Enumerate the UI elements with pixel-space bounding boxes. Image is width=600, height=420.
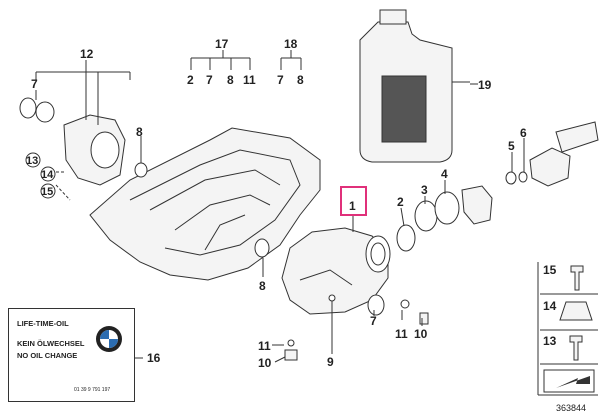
- oil-label-line1: LIFE-TIME-OIL: [17, 319, 69, 328]
- side-panel: [537, 262, 598, 396]
- side-item-15: 15: [543, 263, 557, 277]
- callout-18-sub-8: 8: [297, 73, 304, 87]
- callout-8-main: 8: [259, 279, 266, 293]
- callout-7-main: 7: [370, 314, 377, 328]
- callout-11-b: 11: [395, 327, 408, 341]
- callout-5: 5: [508, 139, 515, 153]
- seal-rings: [254, 121, 599, 361]
- callout-1: 1: [349, 199, 356, 213]
- selected-part-highlight: [340, 186, 367, 216]
- callout-16: 16: [147, 351, 161, 365]
- callout-8-left: 8: [136, 125, 143, 139]
- oil-label-line2: KEIN ÖLWECHSEL: [17, 339, 85, 348]
- side-item-13: 13: [543, 334, 557, 348]
- callout-17: 17: [215, 37, 229, 51]
- callout-17-sub-8: 8: [227, 73, 234, 87]
- oil-pan: [89, 127, 321, 281]
- callout-2: 2: [397, 195, 404, 209]
- side-item-14: 14: [543, 299, 557, 313]
- callout-14: 14: [41, 169, 54, 181]
- oil-label-line3: NO OIL CHANGE: [17, 351, 78, 360]
- callout-11-a: 11: [258, 339, 271, 353]
- callout-17-sub-11: 11: [243, 73, 256, 87]
- callout-18: 18: [284, 37, 298, 51]
- oil-label-card: LIFE-TIME-OIL KEIN ÖLWECHSEL NO OIL CHAN…: [8, 308, 135, 402]
- front-differential: [281, 227, 391, 315]
- callout-12: 12: [80, 47, 94, 61]
- oil-bottle: [359, 9, 470, 163]
- callout-10-b: 10: [414, 327, 428, 341]
- callout-9: 9: [327, 355, 334, 369]
- oil-label-part-number: 01 39 9 791 197: [74, 387, 111, 393]
- callout-17-sub-2: 2: [187, 73, 194, 87]
- callout-18-sub-7: 7: [277, 73, 284, 87]
- callout-13: 13: [26, 155, 38, 167]
- callout-17-sub-7: 7: [206, 73, 213, 87]
- bmw-logo: [96, 326, 122, 352]
- callout-4: 4: [441, 167, 448, 181]
- callout-6: 6: [520, 126, 527, 140]
- callout-3: 3: [421, 183, 428, 197]
- callout-10-a: 10: [258, 356, 272, 370]
- diagram-reference: 363844: [556, 403, 587, 413]
- callout-7-left: 7: [31, 77, 38, 91]
- output-housing: [19, 97, 148, 186]
- callout-19: 19: [478, 78, 492, 92]
- callout-15: 15: [41, 186, 53, 198]
- leader-lines: [35, 50, 525, 363]
